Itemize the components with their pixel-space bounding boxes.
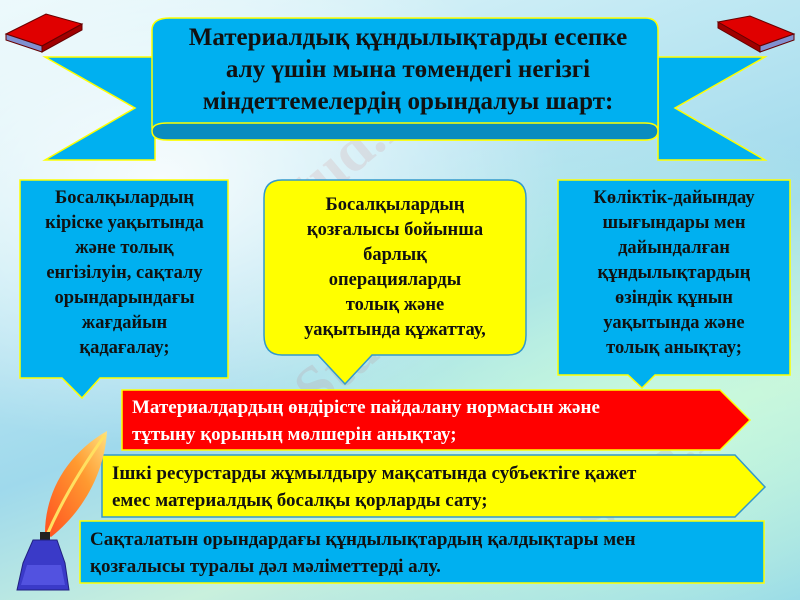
callout-line: Көліктік-дайындау: [593, 188, 755, 208]
title-line: алу үшін мына төмендегі негізгі: [225, 56, 591, 83]
page-title: Материалдық құндылықтарды есепке алу үші…: [158, 22, 658, 118]
callout-line: енгізілуін, сақталу: [46, 263, 203, 283]
callout-shapes: [19, 179, 791, 400]
quill-inkwell-icon: [16, 431, 107, 591]
callout-line: Босалқылардың: [325, 195, 465, 215]
callout-line: уақытында және: [603, 313, 745, 333]
title-line: міндеттемелердің орындалуы шарт:: [202, 88, 614, 115]
arrow-blue: Сақталатын орындардағы құндылықтардың қа…: [90, 526, 636, 580]
callout-middle: Босалқылардың қозғалысы бойынша барлық о…: [266, 193, 524, 343]
arrow-line: Материалдардың өндірісте пайдалану норма…: [132, 397, 600, 418]
arrow-line: қозғалысы туралы дәл мәліметтерді алу.: [90, 556, 441, 577]
callout-line: орындарындағы: [54, 288, 195, 308]
arrow-line: Ішкі ресурстарды жұмылдыру мақсатында су…: [112, 463, 637, 484]
callout-line: операцияларды: [328, 270, 462, 290]
arrow-line: емес материалдық босалқы қорларды сату;: [112, 490, 488, 511]
red-book-icon: [716, 15, 796, 53]
callout-left: Босалқылардың кіріске уақытында және тол…: [22, 186, 227, 361]
callout-line: құндылықтардың: [597, 263, 751, 283]
arrow-line: Сақталатын орындардағы құндылықтардың қа…: [90, 529, 636, 550]
callout-line: дайындалған: [618, 238, 730, 258]
arrow-line: тұтыну қорының мөлшерін анықтау;: [132, 424, 457, 445]
callout-line: шығындары мен: [602, 213, 746, 233]
callout-right: Көліктік-дайындау шығындары мен дайындал…: [560, 186, 788, 361]
callout-line: толық және: [345, 295, 445, 315]
arrow-shapes: [79, 389, 767, 584]
callout-line: қозғалысы бойынша: [306, 220, 484, 240]
callout-line: жағдайын: [81, 313, 168, 333]
callout-line: өзіндік құнын: [615, 288, 733, 308]
callout-line: барлық: [363, 245, 427, 265]
callout-line: кіріске уақытында: [45, 213, 204, 233]
title-ribbon: [42, 17, 768, 161]
callout-line: қадағалау;: [79, 338, 170, 358]
arrow-yellow: Ішкі ресурстарды жұмылдыру мақсатында су…: [112, 460, 636, 514]
arrow-red: Материалдардың өндірісте пайдалану норма…: [132, 394, 600, 448]
callout-line: уақытында құжаттау,: [304, 320, 486, 340]
callout-line: толық анықтау;: [606, 338, 742, 358]
red-book-icon: [4, 13, 84, 53]
title-line: Материалдық құндылықтарды есепке: [188, 24, 628, 51]
callout-line: және толық: [75, 238, 174, 258]
callout-line: Босалқылардың: [55, 188, 194, 208]
